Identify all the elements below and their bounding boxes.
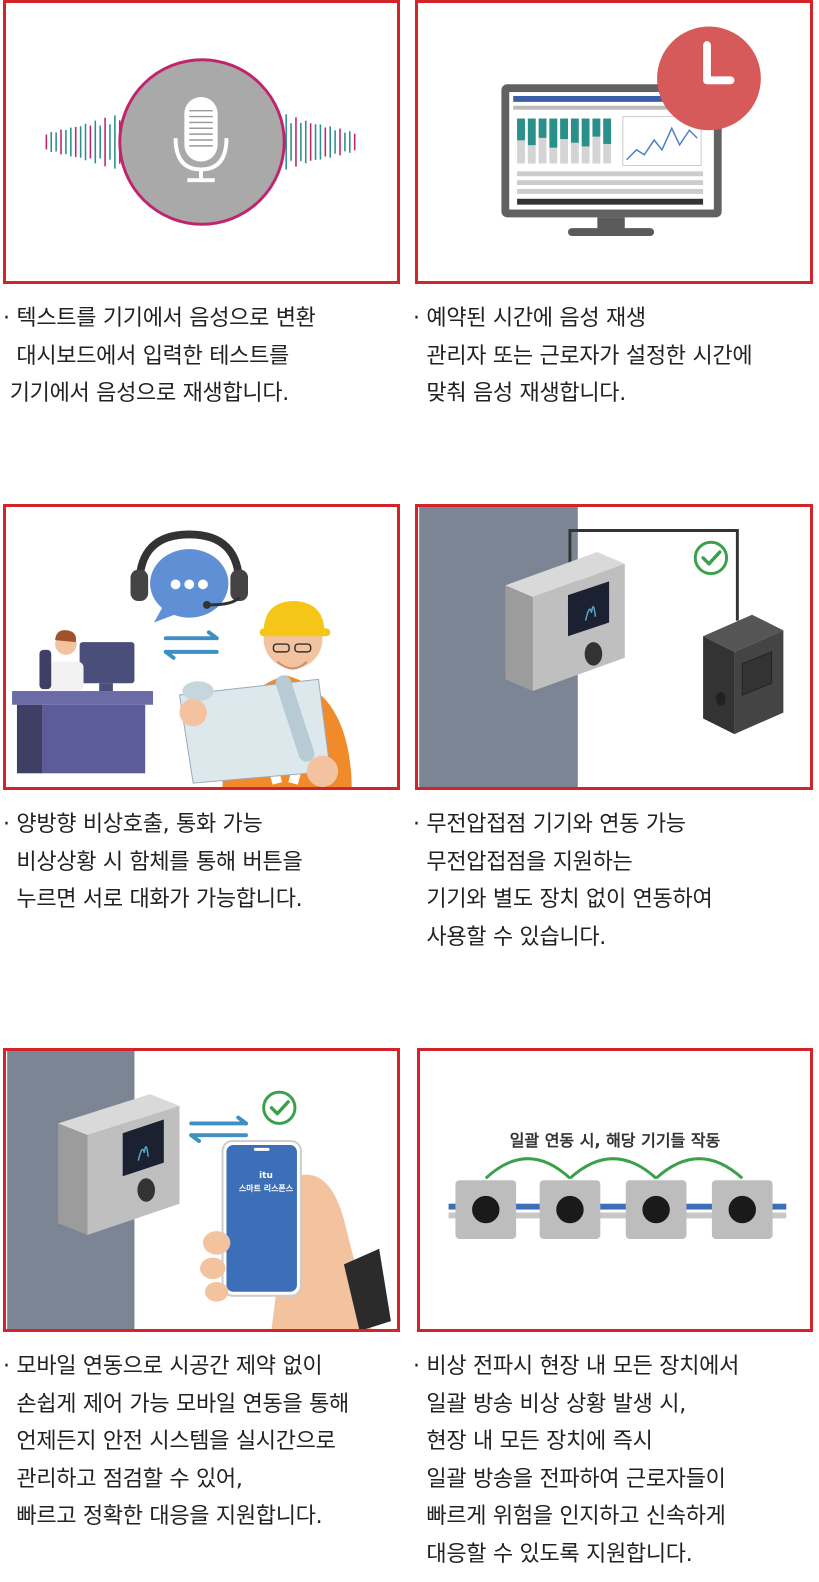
caption-line: 맞춰 음성 재생합니다. (413, 381, 626, 406)
bar-fill (517, 118, 525, 141)
feature-caption-mobile: · 모바일 연동으로 시공간 제약 없이 손쉽게 제어 가능 모바일 연동을 통… (3, 1348, 349, 1536)
caption-line: 일괄 방송 비상 상황 발생 시, (413, 1391, 686, 1417)
panel-mobile-image: itu 스마트 리스폰스 (3, 1048, 400, 1332)
speaker-button-icon (556, 1195, 584, 1224)
operator-desk-icon (12, 630, 154, 774)
caption-line: 관리하고 점검할 수 있어, (3, 1466, 243, 1492)
caption-line: 누르면 서로 대화가 가능합니다. (3, 887, 303, 912)
bar-fill (538, 118, 547, 138)
panel-tts-image (3, 0, 400, 284)
bar-bg (560, 118, 568, 164)
caption-line: 빠르게 위험을 인지하고 신속하게 (413, 1504, 726, 1529)
bar-fill (549, 118, 558, 148)
monitor-clock-illustration (501, 26, 761, 236)
headset-chat-icon (130, 530, 249, 623)
clock-icon (657, 26, 761, 131)
caption-line: 손쉽게 제어 가능 모바일 연동을 통해 (3, 1391, 349, 1417)
bar-fill (581, 118, 590, 147)
caption-line: 관리자 또는 근로자가 설정한 시간에 (413, 343, 753, 369)
caption-line: 무전압접점을 지원하는 (413, 849, 633, 875)
broadcast-diagram (448, 1157, 787, 1239)
caption-line: 사용할 수 있습니다. (413, 924, 606, 950)
exchange-arrows-icon (189, 1115, 248, 1144)
bar-bg (517, 118, 525, 164)
microphone-soundwave-illustration (45, 58, 356, 226)
external-device-icon (703, 614, 784, 735)
monitor-icon (501, 84, 722, 236)
intercom-illustration (12, 530, 352, 787)
dry-contact-illustration (419, 507, 784, 787)
bar-fill (570, 118, 579, 143)
caption-line: 기기와 별도 장치 없이 연동하여 (413, 887, 713, 912)
caption-line: · 예약된 시간에 음성 재생 (413, 306, 646, 331)
wall-device-icon (58, 1094, 180, 1236)
hand-holding-phone-icon (200, 1140, 391, 1329)
speaker-button-icon (472, 1195, 500, 1224)
bar-fill (560, 118, 568, 140)
panel-dry-contact-image (415, 504, 813, 790)
caption-line: · 무전압접점 기기와 연동 가능 (413, 812, 686, 837)
bar-fill (603, 118, 612, 144)
caption-line: · 비상 전파시 현장 내 모든 장치에서 (413, 1354, 740, 1379)
phone-brand-label: itu (259, 1171, 273, 1181)
bar-bg (592, 118, 601, 164)
caption-line: 언제든지 안전 시스템을 실시간으로 (3, 1429, 336, 1454)
worker-with-blueprint-icon (178, 600, 352, 787)
caption-line: 대시보드에서 입력한 테스트를 (3, 343, 289, 369)
feature-caption-broadcast: · 비상 전파시 현장 내 모든 장치에서 일괄 방송 비상 상황 발생 시, … (413, 1348, 739, 1573)
phone-screen: itu 스마트 리스폰스 (230, 1171, 302, 1194)
panel-intercom-image (3, 504, 400, 790)
feature-caption-tts: · 텍스트를 기기에서 음성으로 변환 대시보드에서 입력한 테스트를 기기에서… (3, 300, 316, 413)
speaker-button-icon (728, 1195, 756, 1224)
speaker-button-icon (642, 1195, 670, 1224)
caption-line: 현장 내 모든 장치에 즉시 (413, 1429, 653, 1454)
phone-app-name: 스마트 리스폰스 (238, 1184, 294, 1193)
caption-line: 비상상황 시 함체를 통해 버튼을 (3, 849, 303, 875)
caption-line: · 양방향 비상호출, 통화 가능 (3, 812, 263, 837)
microphone-icon (173, 96, 229, 183)
check-circle-icon (693, 540, 729, 576)
wall-device-icon (505, 552, 625, 692)
caption-line: 기기에서 음성으로 재생합니다. (3, 381, 290, 406)
diagram-label: 일괄 연동 시, 해당 기기들 작동 (509, 1131, 721, 1150)
feature-caption-schedule: · 예약된 시간에 음성 재생 관리자 또는 근로자가 설정한 시간에 맞춰 음… (413, 300, 753, 413)
panel-schedule-image (415, 0, 813, 284)
feature-caption-dry-contact: · 무전압접점 기기와 연동 가능 무전압접점을 지원하는 기기와 별도 장치 … (413, 806, 713, 956)
bar-bg (538, 118, 547, 164)
mobile-control-illustration (7, 1051, 391, 1329)
panel-broadcast-image: 일괄 연동 시, 해당 기기들 작동 (417, 1048, 813, 1332)
bar-fill (592, 118, 601, 137)
caption-line: · 텍스트를 기기에서 음성으로 변환 (3, 306, 316, 331)
bar-fill (527, 118, 536, 146)
caption-line: 일괄 방송을 전파하여 근로자들이 (413, 1466, 726, 1492)
caption-line: 대응할 수 있도록 지원합니다. (413, 1541, 693, 1567)
check-circle-icon (262, 1090, 297, 1125)
exchange-arrows-icon (163, 630, 219, 660)
caption-line: · 모바일 연동으로 시공간 제약 없이 (3, 1354, 323, 1379)
feature-caption-intercom: · 양방향 비상호출, 통화 가능 비상상황 시 함체를 통해 버튼을 누르면 … (3, 806, 303, 919)
caption-line: 빠르고 정확한 대응을 지원합니다. (3, 1504, 323, 1529)
green-arc-links (484, 1157, 744, 1180)
